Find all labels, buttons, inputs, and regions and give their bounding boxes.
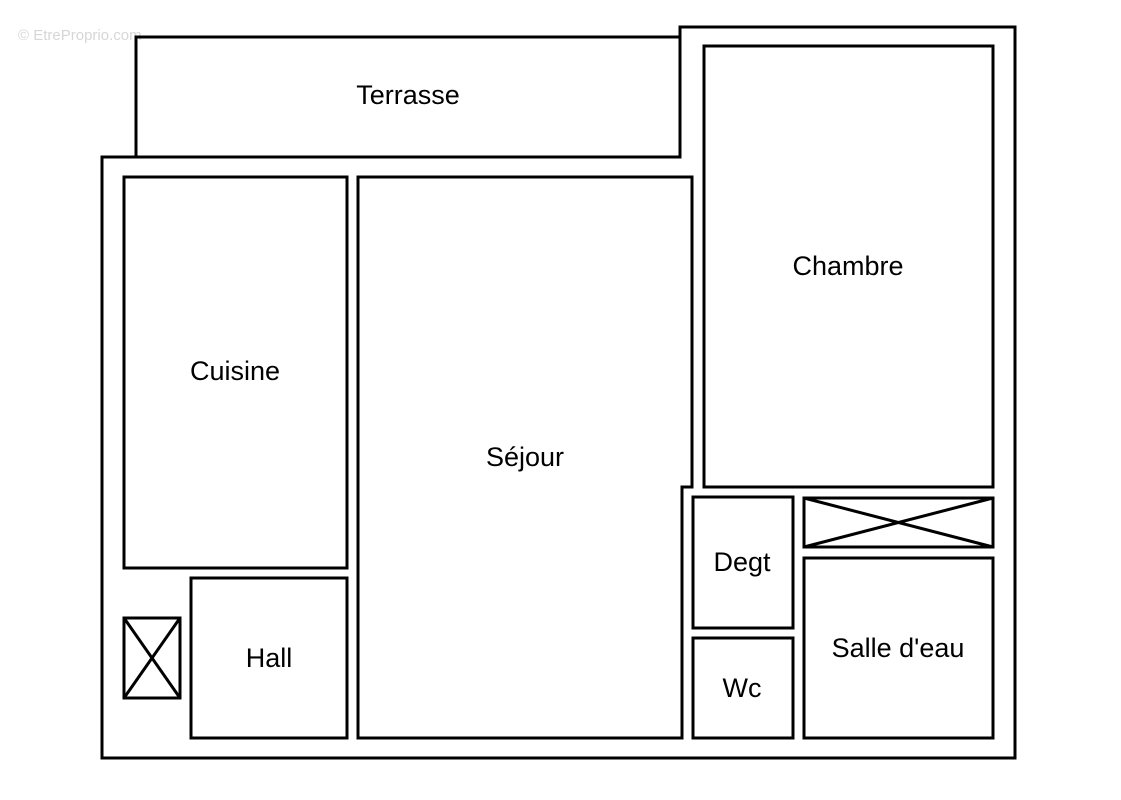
watermark-text: © EtreProprio.com: [18, 27, 142, 44]
chambre-room: [702, 44, 995, 489]
terrasse-label: Terrasse: [356, 80, 460, 110]
hall-label: Hall: [246, 643, 293, 673]
sejour-room: [356, 175, 694, 740]
salle-deau-room: [802, 556, 995, 740]
wc-room: [691, 636, 795, 740]
sejour-label: Séjour: [486, 442, 564, 472]
degt-label: Degt: [713, 547, 771, 577]
outer-wall-main: [100, 25, 1017, 760]
terrasse-outline: [134, 35, 680, 157]
duct-crossed-box: [122, 616, 182, 700]
degt-room: [691, 495, 795, 630]
chambre-label: Chambre: [792, 251, 903, 281]
hall-room: [189, 576, 349, 740]
cuisine-room: [122, 175, 349, 570]
closet-crossed-box: [802, 496, 995, 549]
cuisine-label: Cuisine: [190, 356, 280, 386]
salle-deau-label: Salle d'eau: [832, 633, 965, 663]
wc-label: Wc: [723, 673, 762, 703]
